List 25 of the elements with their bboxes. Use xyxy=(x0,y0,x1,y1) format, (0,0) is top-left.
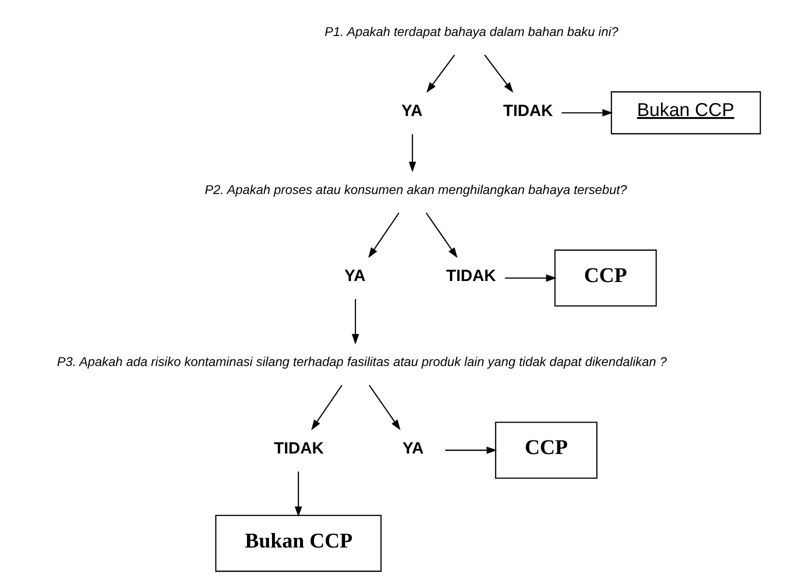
node-box: CCP xyxy=(495,422,598,479)
node-text: P2. Apakah proses atau konsumen akan menghilangkan bahaya tersebut? xyxy=(204,182,628,198)
arrow xyxy=(504,274,557,282)
node-text: YA xyxy=(401,102,423,120)
node-box: Bukan CCP xyxy=(610,91,761,134)
node-text: YA xyxy=(344,267,366,286)
node-text: P1. Apakah terdapat bahaya dalam bahan baku ini? xyxy=(324,24,618,39)
arrow xyxy=(311,384,342,430)
node-box: CCP xyxy=(554,250,657,307)
arrow xyxy=(426,54,455,93)
arrow xyxy=(352,299,360,344)
arrow xyxy=(294,472,302,517)
arrow xyxy=(562,109,613,116)
arrow xyxy=(368,212,400,258)
node-text: TIDAK xyxy=(446,267,496,286)
node-box: Bukan CCP xyxy=(215,514,382,572)
arrow xyxy=(408,134,416,172)
node-text: TIDAK xyxy=(503,102,553,120)
arrow xyxy=(426,212,458,258)
arrow xyxy=(445,446,498,454)
node-text: TIDAK xyxy=(274,439,324,458)
arrow xyxy=(368,384,401,430)
node-text: P3. Apakah ada risiko kontaminasi silang terhadap fasilitas atau produk lain yang tidak dapat dikendalikan ? xyxy=(56,354,667,370)
arrow xyxy=(484,54,514,93)
node-text: YA xyxy=(402,439,424,458)
